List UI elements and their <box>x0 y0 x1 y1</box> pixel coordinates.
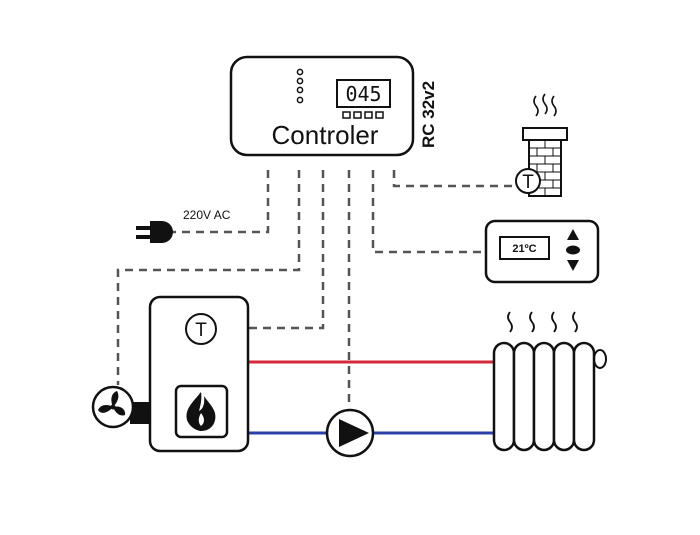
chimney-temperature-sensor-icon: T <box>515 168 541 194</box>
room-thermostat: 21ºC <box>484 219 600 284</box>
boiler-sensor-label: T <box>195 320 207 341</box>
thermostat-display-value: 21ºC <box>512 243 536 255</box>
controller-label: Controler <box>272 120 379 150</box>
controller-display-value: 045 <box>345 82 381 106</box>
boiler: T <box>148 295 250 453</box>
wire-room-thermostat <box>371 170 486 254</box>
controller-buttons <box>342 111 384 119</box>
radiator-heat-waves-icon <box>507 311 578 333</box>
smoke-icon <box>533 93 557 117</box>
controller-display <box>336 79 391 108</box>
blower-fan-icon <box>91 385 150 429</box>
circulation-pump-icon <box>325 408 375 458</box>
flame-icon <box>186 392 216 431</box>
wire-boiler-sensor <box>218 170 325 330</box>
boiler-temperature-sensor-icon: T <box>185 313 217 345</box>
radiator-icon <box>492 311 607 452</box>
wire-power <box>172 170 270 234</box>
controller: 045 Controler <box>229 55 415 157</box>
wire-chimney-sensor <box>392 170 515 188</box>
controller-model: RC 32v2 <box>419 81 438 148</box>
power-plug-icon <box>136 221 173 243</box>
thermostat-display <box>499 236 550 260</box>
controller-led-indicators <box>296 68 304 104</box>
chimney-sensor-label: T <box>522 172 534 193</box>
up-down-arrows-icon <box>566 229 580 271</box>
wire-fan <box>116 170 301 385</box>
power-label: 220V AC <box>183 208 231 222</box>
